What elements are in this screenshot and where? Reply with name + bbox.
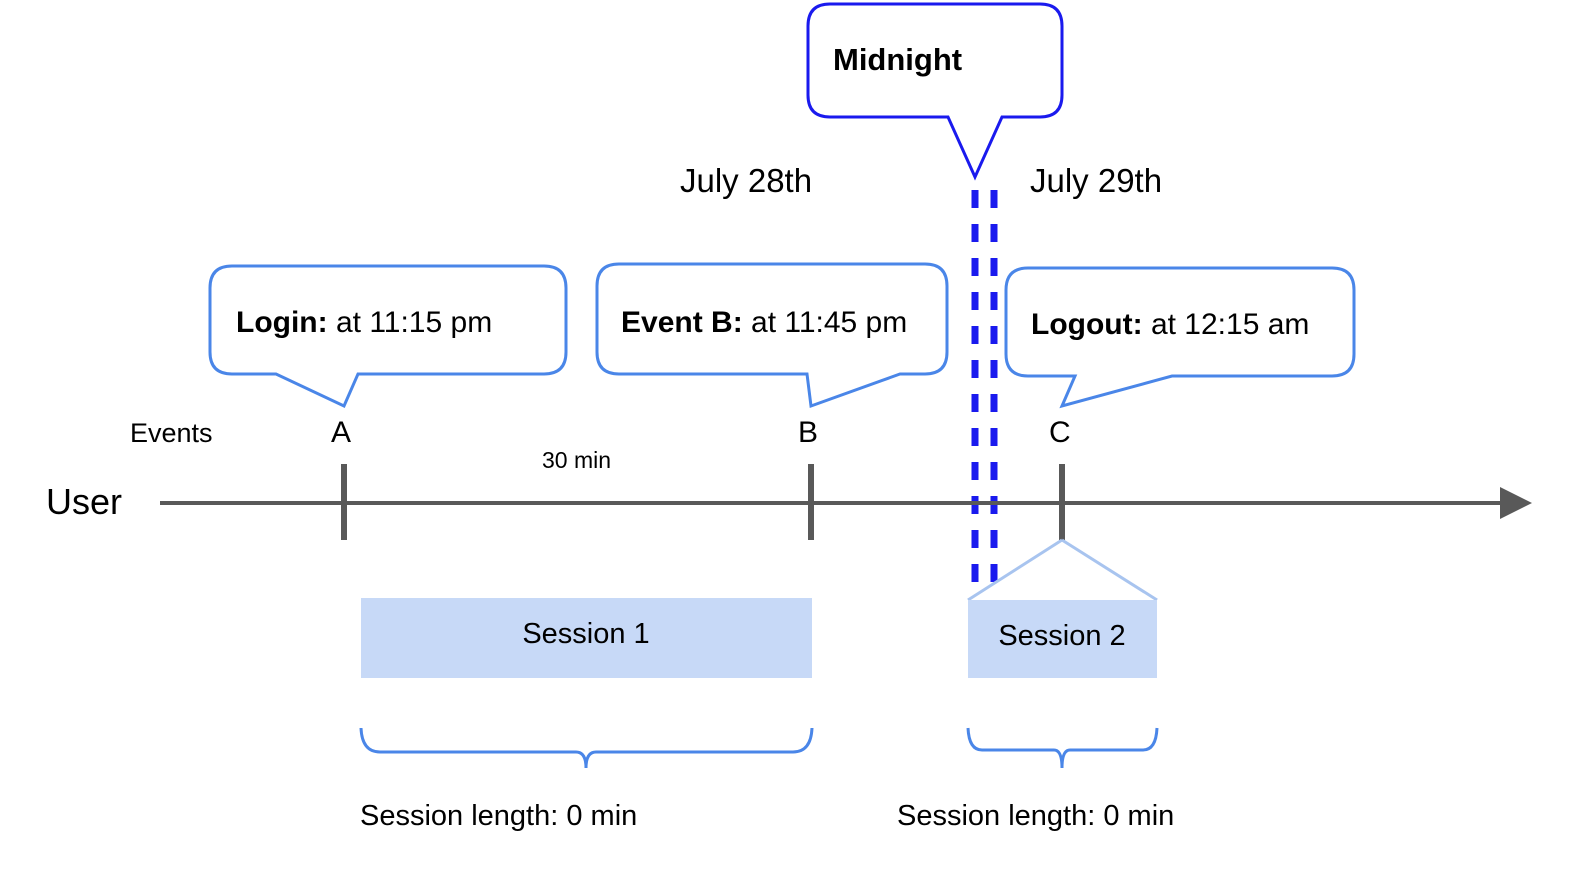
session-1-box[interactable] bbox=[361, 598, 812, 678]
logout-callout-shape bbox=[1004, 266, 1356, 409]
session-2-length-label: Session length: 0 min bbox=[897, 800, 1174, 832]
midnight-divider bbox=[971, 190, 998, 582]
eventb-callout-label: Event B: at 11:45 pm bbox=[621, 306, 907, 339]
login-callout-label: Login: at 11:15 pm bbox=[236, 306, 492, 339]
interval-duration-label: 30 min bbox=[542, 447, 611, 473]
marker-label-b: B bbox=[798, 416, 818, 449]
logout-callout[interactable]: Logout: at 12:15 am bbox=[1004, 266, 1356, 409]
midnight-callout-shape bbox=[806, 2, 1064, 181]
login-callout-label-bold: Login: bbox=[236, 306, 328, 339]
login-callout-shape bbox=[208, 264, 568, 409]
logout-callout-label-rest: at 12:15 am bbox=[1143, 308, 1310, 341]
session-2-pointer-left-edge bbox=[967, 538, 1063, 602]
eventb-callout[interactable]: Event B: at 11:45 pm bbox=[595, 262, 949, 409]
timeline-axis bbox=[160, 487, 1532, 519]
eventb-callout-label-rest: at 11:45 pm bbox=[743, 306, 908, 339]
eventb-callout-shape bbox=[595, 262, 949, 409]
session-2-label: Session 2 bbox=[998, 620, 1125, 652]
session-2-pointer-right-edge bbox=[1061, 538, 1158, 602]
login-callout[interactable]: Login: at 11:15 pm bbox=[208, 264, 568, 409]
events-row-label: Events bbox=[130, 418, 213, 448]
marker-label-c: C bbox=[1049, 416, 1071, 449]
eventb-callout-label-bold: Event B: bbox=[621, 306, 743, 339]
user-row-label: User bbox=[46, 481, 122, 522]
session-2-pointer bbox=[967, 538, 1158, 602]
midnight-callout-label: Midnight bbox=[833, 42, 962, 77]
logout-callout-label: Logout: at 12:15 am bbox=[1031, 308, 1309, 341]
date-label-july-28: July 28th bbox=[680, 162, 812, 199]
session-2-brace bbox=[966, 727, 1159, 769]
session-1-length-label: Session length: 0 min bbox=[360, 800, 637, 832]
session-1-label: Session 1 bbox=[522, 618, 649, 650]
login-callout-label-rest: at 11:15 pm bbox=[328, 306, 493, 339]
session-1-brace bbox=[359, 727, 814, 769]
logout-callout-label-bold: Logout: bbox=[1031, 308, 1143, 341]
marker-label-a: A bbox=[331, 416, 351, 449]
midnight-callout[interactable]: Midnight bbox=[806, 2, 1064, 181]
timeline-axis-arrowhead bbox=[1500, 487, 1532, 519]
date-label-july-29: July 29th bbox=[1030, 162, 1162, 199]
session-2-box[interactable] bbox=[968, 600, 1157, 678]
